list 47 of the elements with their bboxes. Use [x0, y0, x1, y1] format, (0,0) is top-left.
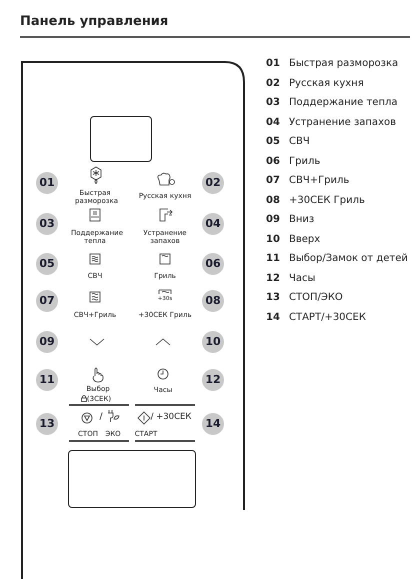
item-description: СТАРТ/+30СЕК — [289, 312, 366, 322]
callout-number: 13 — [36, 413, 58, 435]
item-number: 09 — [266, 214, 280, 225]
display-screen — [68, 450, 196, 508]
callout-number: 10 — [202, 331, 224, 353]
callout-number: 04 — [202, 213, 224, 235]
item-number: 04 — [266, 116, 280, 128]
callout-number: 02 — [202, 172, 224, 194]
callout-number: 06 — [202, 253, 224, 275]
item-description: Поддержание тепла — [289, 97, 398, 108]
item-description: Русская кухня — [289, 78, 364, 88]
item-description: Вверх — [289, 234, 320, 244]
panel-title: Панель управления — [20, 14, 168, 29]
callout-number: 05 — [36, 253, 58, 275]
button-label: / — [99, 412, 103, 422]
item-number: 01 — [266, 58, 280, 69]
display-screen — [90, 116, 152, 162]
item-number: 10 — [266, 234, 280, 244]
callout-number: 03 — [36, 213, 58, 235]
callout-number: 01 — [36, 172, 58, 194]
item-number: 05 — [266, 136, 280, 147]
item-number: 12 — [266, 272, 280, 284]
item-description: Устранение запахов — [289, 116, 396, 128]
item-description: СВЧ+Гриль — [289, 175, 350, 186]
item-number: 13 — [266, 292, 280, 303]
item-number: 14 — [266, 312, 280, 322]
item-number: 06 — [266, 156, 280, 166]
item-description: СТОП/ЭКО — [289, 292, 343, 303]
item-number: 08 — [266, 194, 280, 206]
item-description: Быстрая разморозка — [289, 58, 398, 69]
item-description: Часы — [289, 272, 316, 284]
item-number: 02 — [266, 78, 280, 88]
item-number: 03 — [266, 97, 280, 108]
item-description: +30СЕК Гриль — [289, 194, 365, 206]
callout-number: 12 — [202, 369, 224, 391]
item-number: 11 — [266, 253, 280, 264]
callout-number: 09 — [36, 331, 58, 353]
callout-number: 14 — [202, 413, 224, 435]
item-number: 07 — [266, 175, 280, 186]
button-label: / +30СЕК — [150, 413, 192, 422]
item-description: Вниз — [289, 214, 314, 225]
callout-number: 07 — [36, 290, 58, 312]
item-description: Гриль — [289, 156, 320, 166]
item-description: Выбор/Замок от детей — [289, 253, 408, 264]
callout-number: 11 — [36, 369, 58, 391]
item-description: СВЧ — [289, 136, 310, 147]
callout-number: 08 — [202, 290, 224, 312]
